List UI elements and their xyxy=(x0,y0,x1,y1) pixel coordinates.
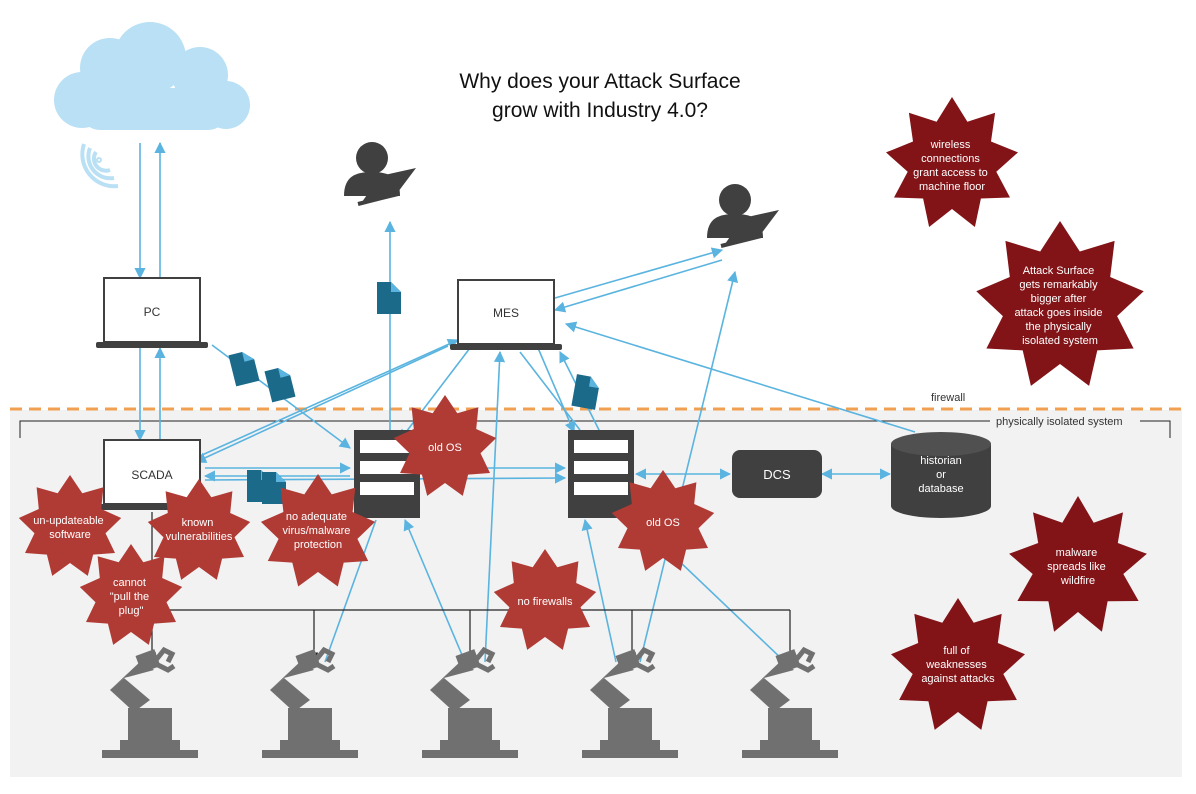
scada-node[interactable]: SCADA xyxy=(96,439,208,510)
mes-node[interactable]: MES xyxy=(450,279,562,350)
svg-text:un-updateable software: un-updateable software xyxy=(33,515,106,541)
dcs-node[interactable]: DCS xyxy=(732,450,822,498)
historian-line-1: historian xyxy=(920,455,962,467)
isolated-system-bracket xyxy=(19,420,990,438)
starburst-shape xyxy=(260,474,376,587)
document-icon xyxy=(228,349,260,387)
svg-text:wireless connections: wireless connections grant access to mac… xyxy=(913,139,991,193)
title-line-1: Why does your Attack Surface xyxy=(459,70,740,93)
starburst-shape xyxy=(886,97,1018,227)
svg-text:old OS: old OS xyxy=(646,517,680,529)
svg-text:Attack Surface gets rema: Attack Surface gets remarkably bigger af… xyxy=(1014,265,1105,347)
callout-cannot-unplug: cannot "pull the plug" xyxy=(79,544,183,645)
user-icon xyxy=(342,140,418,206)
starburst-shape xyxy=(976,221,1144,386)
starburst-shape xyxy=(1009,496,1147,632)
starburst-shape xyxy=(79,544,183,645)
isolated-system-label: physically isolated system xyxy=(996,416,1123,428)
callout-weaknesses: full of weaknesses against attacks xyxy=(891,598,1025,730)
callout-malware: malware spreads like wildfire xyxy=(1009,496,1147,632)
callout-attack-surface: Attack Surface gets remarkably bigger af… xyxy=(976,221,1144,386)
pc-node[interactable]: PC xyxy=(96,277,208,348)
callout-known-vulns: known vulnerabilities xyxy=(147,479,251,580)
historian-database[interactable]: historian or database xyxy=(891,432,991,518)
callout-old-os-1: old OS xyxy=(393,395,497,496)
starburst-shape xyxy=(147,479,251,580)
starburst-shape xyxy=(891,598,1025,730)
document-icon xyxy=(571,374,601,410)
starburst-shape xyxy=(493,549,597,650)
cloud-icon xyxy=(54,22,250,130)
pc-label: PC xyxy=(144,305,161,319)
wifi-icon xyxy=(80,143,119,189)
server-2-icon[interactable] xyxy=(568,430,634,518)
starburst-shape xyxy=(611,470,715,571)
svg-text:known vulnerabilities: known vulnerabilities xyxy=(166,517,233,543)
svg-text:malware spreads like: malware spreads like wildfire xyxy=(1047,547,1109,587)
callout-no-firewalls: no firewalls xyxy=(493,549,597,650)
scada-label: SCADA xyxy=(131,468,172,482)
callout-old-os-2: old OS xyxy=(611,470,715,571)
svg-text:no firewalls: no firewalls xyxy=(517,596,573,608)
svg-text:cannot "pull the p: cannot "pull the plug" xyxy=(110,577,152,617)
svg-text:full of weaknesses: full of weaknesses against attacks xyxy=(921,645,995,685)
mes-label: MES xyxy=(493,306,519,320)
historian-line-2: or xyxy=(936,469,946,481)
document-icon xyxy=(377,282,401,314)
svg-text:old OS: old OS xyxy=(428,442,462,454)
callout-wireless: wireless connections grant access to mac… xyxy=(886,97,1018,227)
dcs-label: DCS xyxy=(763,467,791,482)
firewall-label: firewall xyxy=(931,392,965,404)
starburst-shape xyxy=(393,395,497,496)
historian-line-3: database xyxy=(918,483,963,495)
document-icon xyxy=(264,365,296,403)
user-icon xyxy=(705,182,781,248)
callout-no-antivirus: no adequate virus/malware protection xyxy=(260,474,376,587)
title-line-2: grow with Industry 4.0? xyxy=(492,99,708,122)
callout-un-updateable: un-updateable software xyxy=(18,475,122,576)
starburst-shape xyxy=(18,475,122,576)
svg-text:no adequate virus/malwar: no adequate virus/malware protection xyxy=(283,511,354,551)
